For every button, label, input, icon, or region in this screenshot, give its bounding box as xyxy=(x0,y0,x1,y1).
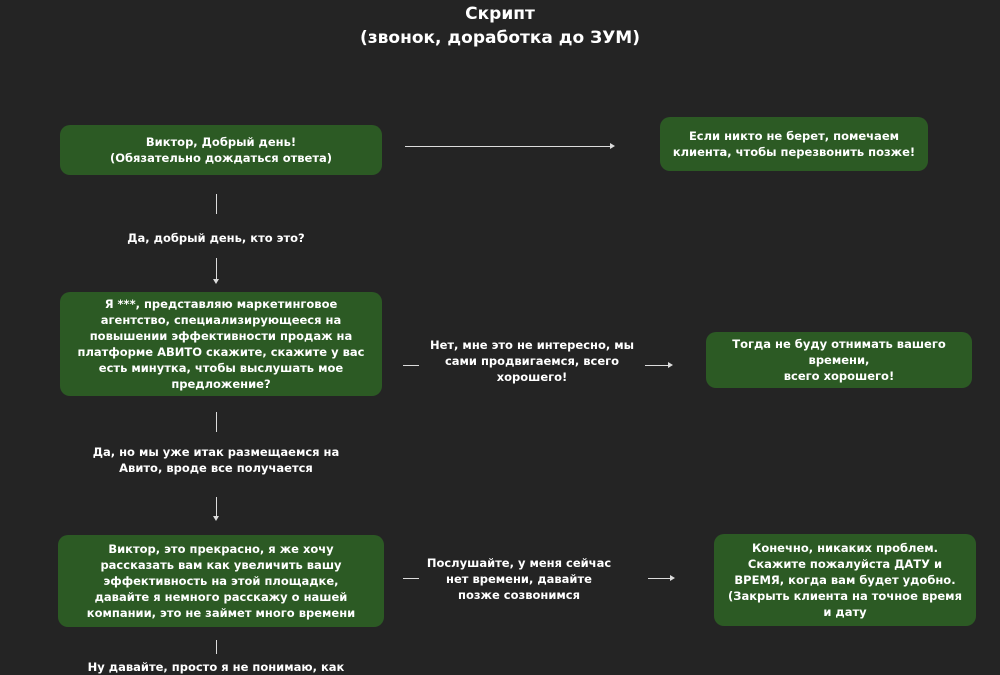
arrow-head xyxy=(610,143,615,149)
arrow-head xyxy=(213,516,219,521)
arrow-head xyxy=(668,362,673,368)
label-bottom-cut: Ну давайте, просто я не понимаю, как xyxy=(87,660,345,674)
title-line-2: (звонок, доработка до ЗУМ) xyxy=(359,28,640,48)
diagram-title: Скрипт (звонок, доработка до ЗУМ) xyxy=(0,2,1000,50)
arrow-greeting-to-no-answer xyxy=(405,146,610,147)
connector-pitch-right xyxy=(403,578,419,579)
connector-to-intro xyxy=(216,258,217,280)
connector-intro-down xyxy=(216,412,217,432)
arrow-head xyxy=(670,575,675,581)
connector-greeting-down xyxy=(216,194,217,214)
greeting-box: Виктор, Добрый день! (Обязательно дождат… xyxy=(60,125,382,175)
no-answer-box: Если никто не берет, помечаем клиента, ч… xyxy=(660,117,928,171)
arrow-to-goodbye xyxy=(645,365,668,366)
connector-pitch-down xyxy=(216,640,217,654)
goodbye-box: Тогда не буду отнимать вашего времени, в… xyxy=(706,332,972,388)
label-not-interested: Нет, мне это не интересно, мы сами продв… xyxy=(429,338,635,384)
pitch-box: Виктор, это прекрасно, я же хочу рассказ… xyxy=(58,535,384,627)
label-no-time: Послушайте, у меня сейчас нет времени, д… xyxy=(426,556,612,602)
arrow-head xyxy=(213,279,219,284)
label-already-on-avito: Да, но мы уже итак размещаемся на Авито,… xyxy=(92,445,340,475)
connector-to-pitch xyxy=(216,497,217,517)
schedule-box: Конечно, никаких проблем. Скажите пожалу… xyxy=(714,534,976,626)
title-line-1: Скрипт xyxy=(465,4,535,24)
arrow-to-schedule xyxy=(648,578,670,579)
intro-box: Я ***, представляю маркетинговое агентст… xyxy=(60,292,382,396)
label-who-is-it: Да, добрый день, кто это? xyxy=(127,231,305,245)
connector-intro-right xyxy=(403,365,419,366)
